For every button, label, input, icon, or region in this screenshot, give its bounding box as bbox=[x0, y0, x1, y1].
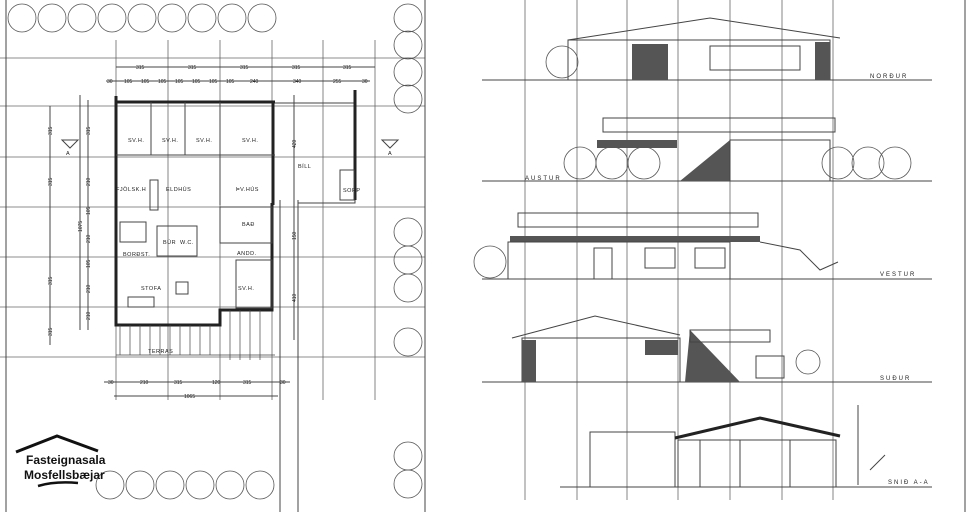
elevation-south: SUÐUR bbox=[511, 315, 911, 383]
dim: 105 bbox=[158, 79, 167, 85]
room-label: SV.H. bbox=[162, 138, 178, 144]
elevation-label: NORÐUR bbox=[870, 74, 908, 80]
elevation-label: SUÐUR bbox=[880, 376, 911, 382]
section-aa: SNIÐ A-A bbox=[589, 405, 930, 488]
dim: 315 bbox=[240, 65, 249, 71]
dim: 210 bbox=[86, 284, 92, 293]
dim: 240 bbox=[250, 79, 259, 85]
dim: 30 bbox=[362, 79, 368, 85]
elevation-label: SNIÐ A-A bbox=[888, 480, 930, 486]
room-label: TERRAS bbox=[148, 349, 173, 355]
section-marker: A bbox=[66, 151, 70, 157]
room-label: BORÐST. bbox=[123, 252, 150, 258]
dim: 315 bbox=[292, 65, 301, 71]
room-label: SV.H. bbox=[238, 286, 254, 292]
dim: 210 bbox=[86, 234, 92, 243]
room-label: STOFA bbox=[141, 286, 161, 292]
room-label: ÞV.HÚS bbox=[236, 186, 259, 193]
dim: 120 bbox=[212, 380, 221, 386]
room-label: SORP bbox=[343, 188, 361, 194]
dim: 1065 bbox=[184, 394, 195, 400]
room-label: FJÖLSK.H bbox=[116, 186, 146, 193]
elevation-north: NORÐUR bbox=[545, 17, 908, 81]
dim: 30 bbox=[280, 380, 286, 386]
realtor-logo: Fasteignasala Mosfellsbæjar bbox=[15, 434, 106, 488]
dim: 105 bbox=[226, 79, 235, 85]
dim: 105 bbox=[175, 79, 184, 85]
dim: 315 bbox=[188, 65, 197, 71]
room-label: SV.H. bbox=[242, 138, 258, 144]
dim: 315 bbox=[48, 126, 54, 135]
dim: 315 bbox=[343, 65, 352, 71]
room-labels: SV.H. SV.H. SV.H. SV.H. FJÖLSK.H ELDHÚS … bbox=[66, 138, 392, 355]
logo-line1: Fasteignasala bbox=[26, 453, 106, 467]
dim: 315 bbox=[243, 380, 252, 386]
room-label: ANDD. bbox=[237, 251, 257, 257]
dim: 210 bbox=[140, 380, 149, 386]
dim: 105 bbox=[192, 79, 201, 85]
logo-line2: Mosfellsbæjar bbox=[24, 468, 105, 482]
elevation-label: AUSTUR bbox=[525, 176, 562, 182]
room-label: BÍLL bbox=[298, 163, 311, 170]
elevation-west: VESTUR bbox=[473, 212, 916, 280]
dim: 150 bbox=[292, 231, 298, 240]
dim: 315 bbox=[48, 276, 54, 285]
dim: 30 bbox=[108, 380, 114, 386]
dim: 105 bbox=[86, 206, 92, 215]
dimensions: 315 315 315 315 315 30 105 105 105 105 1… bbox=[48, 65, 375, 400]
room-label: BAÐ bbox=[242, 222, 255, 228]
dim: 105 bbox=[209, 79, 218, 85]
room-label: BÚR bbox=[163, 239, 176, 246]
elevation-east: AUSTUR bbox=[525, 117, 912, 182]
dim: 315 bbox=[48, 327, 54, 336]
dim: 210 bbox=[86, 177, 92, 186]
dim: 410 bbox=[292, 293, 298, 302]
section-marker: A bbox=[388, 151, 392, 157]
dim: 420 bbox=[292, 139, 298, 148]
dim: 105 bbox=[141, 79, 150, 85]
dim: 105 bbox=[124, 79, 133, 85]
dim: 315 bbox=[86, 126, 92, 135]
dim: 105 bbox=[86, 259, 92, 268]
dim: 255 bbox=[333, 79, 342, 85]
room-label: ELDHÚS bbox=[166, 186, 191, 193]
dim: 340 bbox=[293, 79, 302, 85]
trees bbox=[7, 3, 423, 500]
room-label: W.C. bbox=[180, 240, 194, 246]
floor-plan bbox=[60, 90, 400, 360]
dim: 315 bbox=[136, 65, 145, 71]
dim: 315 bbox=[48, 177, 54, 186]
plan-grid bbox=[0, 0, 426, 512]
room-label: SV.H. bbox=[196, 138, 212, 144]
elevation-label: VESTUR bbox=[880, 272, 916, 278]
dim: 1075 bbox=[78, 221, 84, 232]
room-label: SV.H. bbox=[128, 138, 144, 144]
dim: 210 bbox=[86, 311, 92, 320]
dim: 30 bbox=[107, 79, 113, 85]
dim: 315 bbox=[174, 380, 183, 386]
